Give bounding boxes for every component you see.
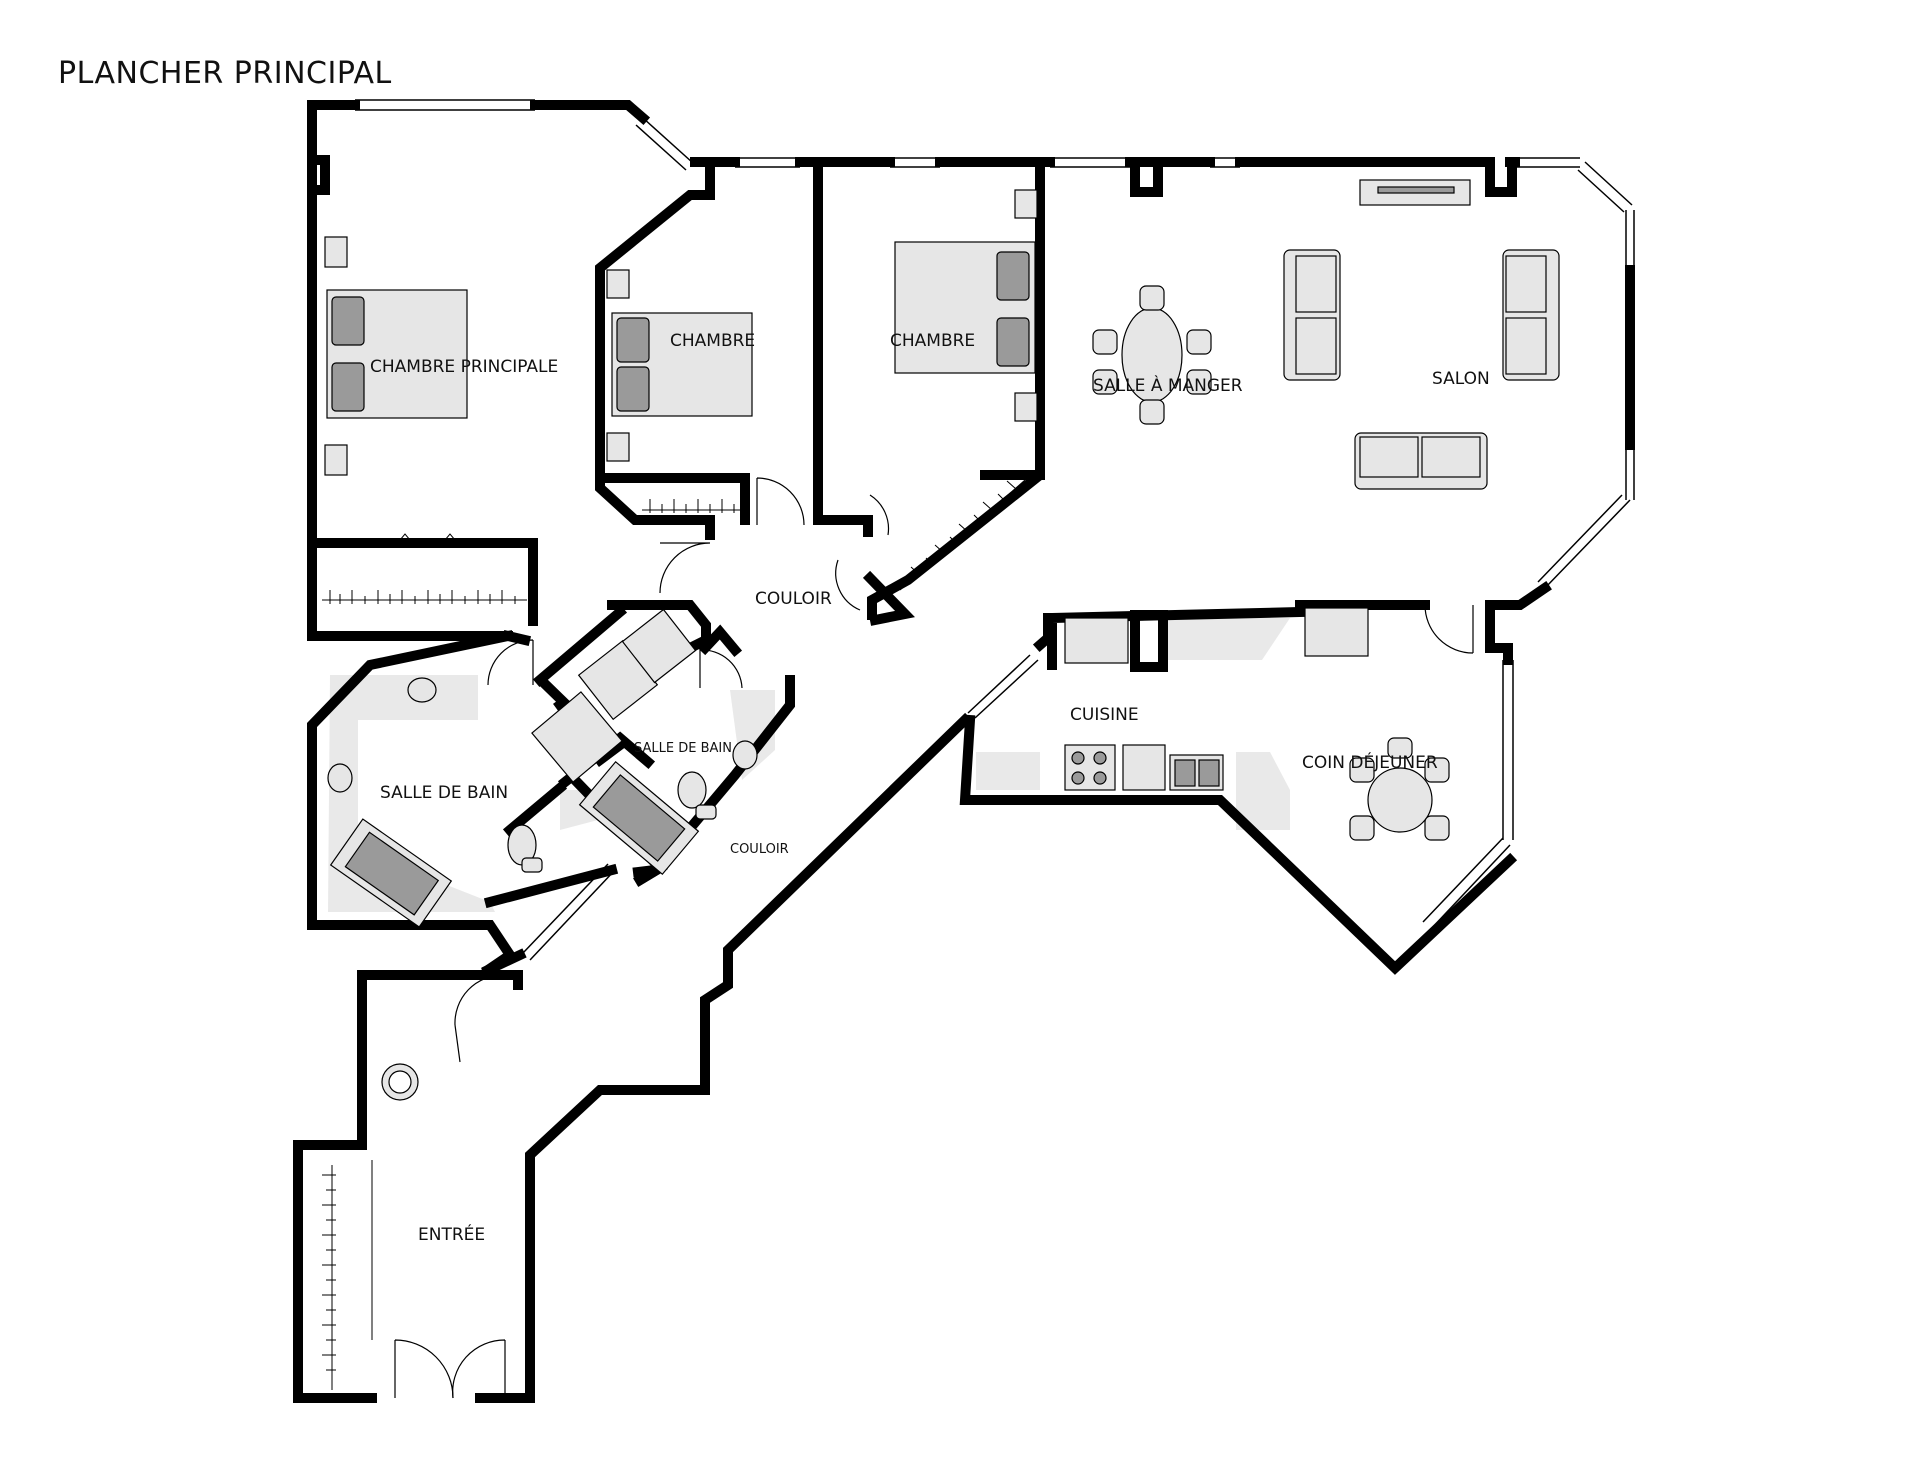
toilet-2 bbox=[677, 771, 707, 809]
label-master-bedroom: CHAMBRE PRINCIPALE bbox=[370, 357, 558, 377]
label-kitchen: CUISINE bbox=[1070, 705, 1139, 725]
bath-sink-2 bbox=[327, 763, 353, 793]
dryer bbox=[621, 608, 697, 684]
fridge-1 bbox=[1064, 617, 1129, 664]
plan-title: PLANCHER PRINCIPAL bbox=[58, 56, 392, 91]
label-bedroom-1: CHAMBRE bbox=[670, 331, 755, 351]
breakfast-table bbox=[1367, 767, 1433, 833]
fridge-2 bbox=[1304, 607, 1369, 657]
closets bbox=[322, 479, 1026, 1390]
doors bbox=[394, 477, 1474, 1399]
room-labels: CHAMBRE PRINCIPALE CHAMBRE CHAMBRE SALLE… bbox=[370, 331, 1490, 1245]
windows bbox=[355, 99, 1635, 961]
furniture bbox=[324, 179, 1560, 1101]
label-bathroom-2: SALLE DE BAIN bbox=[634, 741, 732, 756]
label-hallway-2: COULOIR bbox=[730, 842, 789, 857]
label-entrance: ENTRÉE bbox=[418, 1223, 485, 1245]
label-living: SALON bbox=[1432, 369, 1490, 389]
floor-tints bbox=[328, 618, 1290, 912]
label-breakfast: COIN DÉJEUNER bbox=[1302, 751, 1438, 773]
label-dining: SALLE À MANGER bbox=[1093, 374, 1243, 396]
bath-sink-1 bbox=[407, 677, 437, 703]
shower bbox=[531, 691, 623, 783]
label-hallway-1: COULOIR bbox=[755, 589, 832, 609]
label-bedroom-2: CHAMBRE bbox=[890, 331, 975, 351]
label-bathroom-1: SALLE DE BAIN bbox=[380, 783, 508, 803]
stove bbox=[1064, 744, 1116, 791]
bath-sink-3 bbox=[732, 740, 758, 770]
